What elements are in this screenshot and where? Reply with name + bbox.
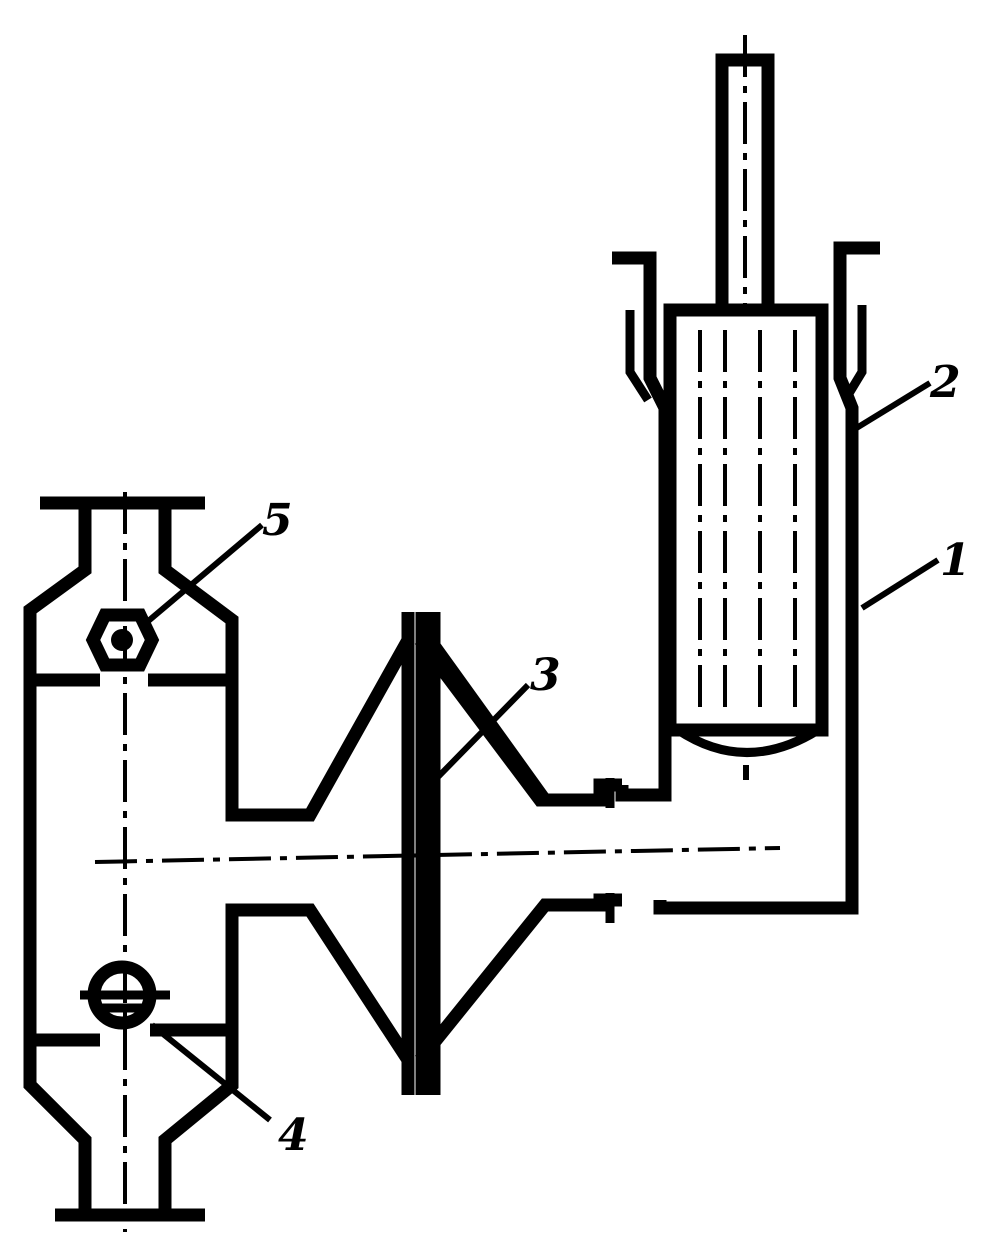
callout-label-2: 2 <box>929 357 961 408</box>
valve-lower <box>80 960 170 1030</box>
outer-vessel <box>612 241 880 915</box>
left-column <box>23 492 239 1232</box>
valve-upper <box>85 608 160 672</box>
callout-label-5: 5 <box>262 495 293 546</box>
callout-label-4: 4 <box>278 1110 309 1161</box>
callout-label-1: 1 <box>940 535 971 586</box>
inner-basket <box>663 303 829 780</box>
leader-lines <box>138 380 940 1123</box>
callout-label-3: 3 <box>530 650 561 701</box>
top-rod <box>715 35 775 317</box>
shaft-centerline <box>94 846 781 864</box>
